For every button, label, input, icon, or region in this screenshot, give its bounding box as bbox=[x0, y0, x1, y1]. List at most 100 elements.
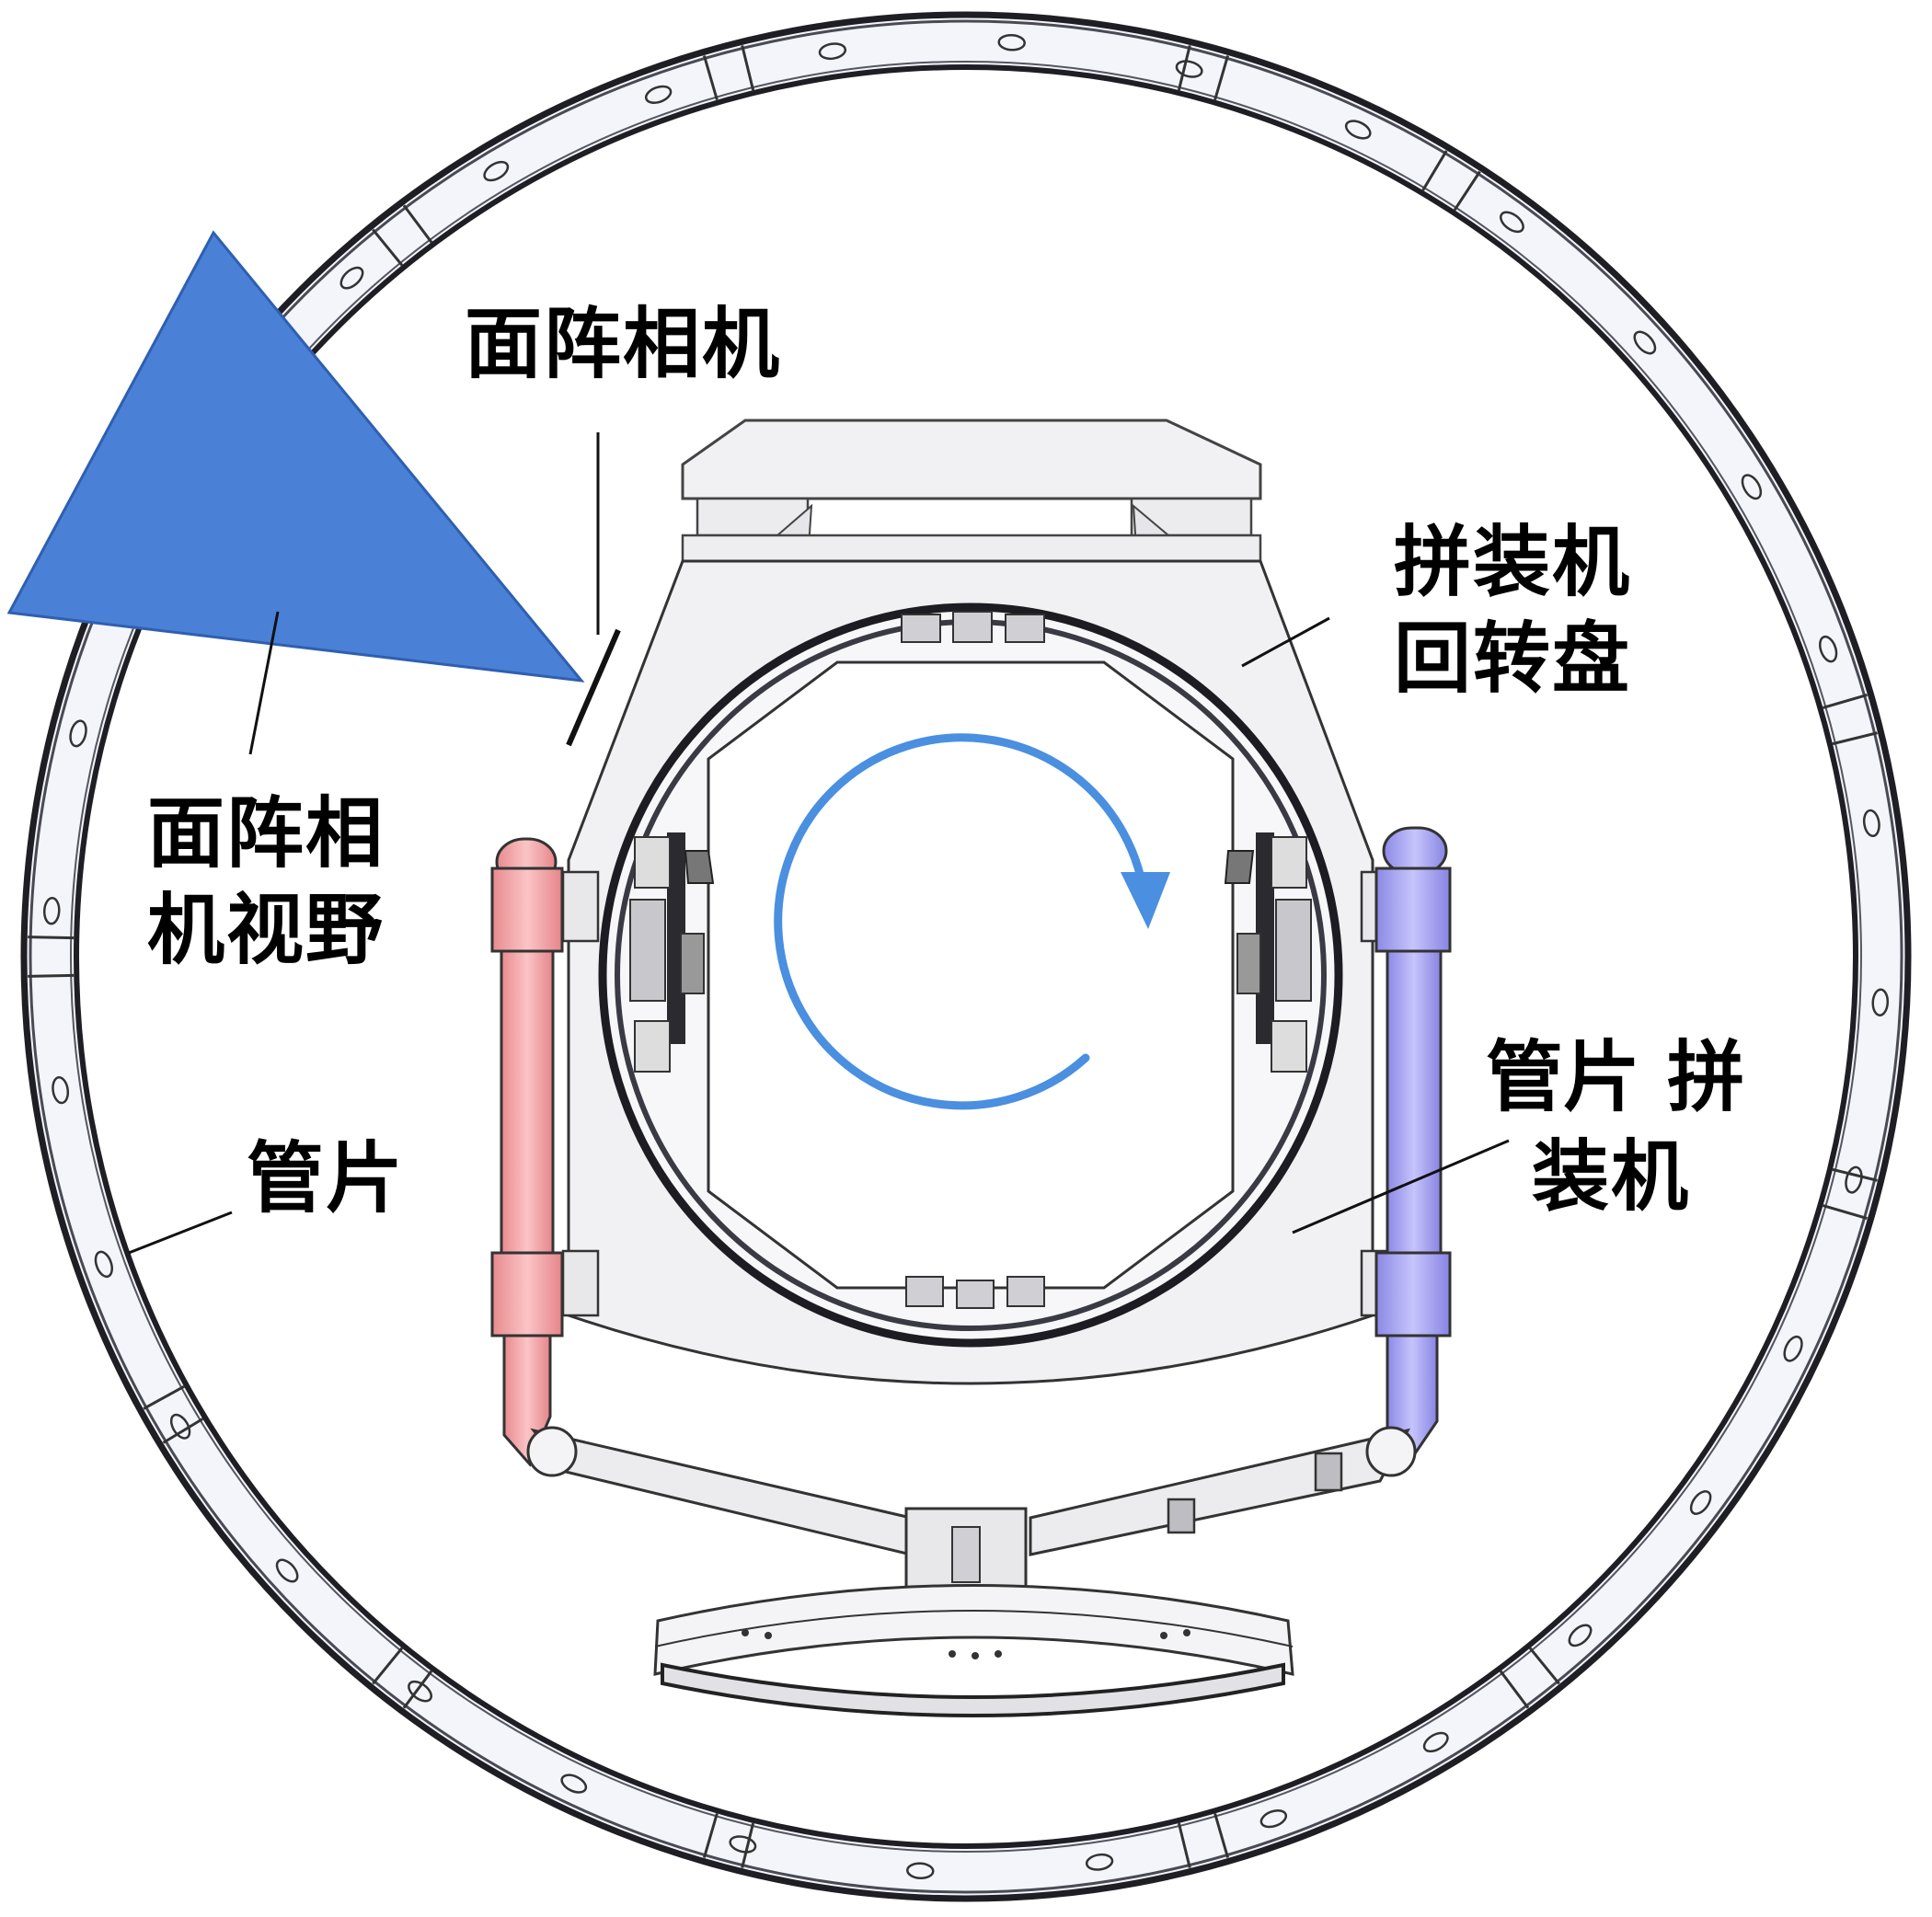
segment-bolt-hole bbox=[1568, 1624, 1593, 1647]
segment-piece-bolts bbox=[742, 1629, 1190, 1659]
erector-turntable bbox=[561, 419, 1398, 1385]
segment-joint-line bbox=[1832, 731, 1878, 746]
segment-bolt-hole bbox=[997, 33, 1026, 52]
segment-piece-bolt bbox=[765, 1632, 772, 1639]
segment-joint-line bbox=[741, 1822, 755, 1868]
label-erector-line1: 管片 拼 bbox=[1486, 1031, 1744, 1122]
segment-bolt-hole bbox=[94, 1250, 113, 1279]
leader-lines bbox=[128, 432, 1510, 1255]
segment-joint-line bbox=[1832, 1167, 1878, 1182]
segment-bolt-hole bbox=[1175, 60, 1203, 78]
segment-piece-bolt bbox=[742, 1629, 749, 1636]
segment-joint-line bbox=[1823, 693, 1868, 709]
segment-bolt-hole bbox=[42, 897, 61, 925]
turntable-top-clamps bbox=[901, 611, 1045, 643]
segment-bolt-hole bbox=[1862, 809, 1880, 838]
segment-bolt-hole bbox=[644, 85, 673, 104]
segment-joint-line bbox=[372, 1647, 404, 1685]
segment-joint-line bbox=[1823, 1204, 1868, 1221]
segment-ring-inner-edge-outer bbox=[70, 61, 1862, 1853]
segment-bolt-hole bbox=[1422, 1731, 1449, 1753]
segment-bolt-hole bbox=[560, 1774, 588, 1794]
segment-bolt-hole bbox=[1633, 330, 1657, 355]
label-camera-fov-line1: 面阵相 bbox=[147, 787, 385, 878]
segment-joint-line bbox=[1499, 1670, 1530, 1709]
erector-linkage bbox=[526, 1426, 1417, 1602]
segment-piece-bolt bbox=[972, 1652, 979, 1659]
segment-joint-line bbox=[1177, 45, 1191, 91]
segment-bolt-hole bbox=[1259, 1809, 1288, 1829]
segment-joint-line bbox=[143, 1384, 185, 1410]
segment-joint-line bbox=[702, 1813, 719, 1858]
turntable-bottom-clamps bbox=[905, 1276, 1045, 1309]
label-erector-line2: 装机 bbox=[1532, 1131, 1690, 1222]
segment-piece-bolt bbox=[1183, 1629, 1190, 1636]
left-hydraulic-cylinder bbox=[490, 837, 564, 1467]
segment-bolt-hole bbox=[729, 1835, 757, 1854]
segment-joint-line bbox=[402, 204, 433, 244]
segment-bolt-hole bbox=[1741, 474, 1763, 500]
segment-joint-line bbox=[1453, 170, 1481, 212]
segment-bolt-hole bbox=[1845, 1165, 1863, 1194]
segment-bolt-hole bbox=[1499, 211, 1524, 234]
segment-joint-line bbox=[28, 936, 75, 940]
segment-bolt-hole bbox=[483, 160, 510, 182]
turntable-octagonal-opening bbox=[707, 660, 1235, 1290]
segment-bolt-hole bbox=[275, 1558, 299, 1583]
segment-joint-line bbox=[741, 45, 755, 91]
segment-piece-bolt bbox=[1160, 1632, 1167, 1639]
segment-bolt-hole bbox=[1871, 988, 1890, 1016]
segment-bolt-hole bbox=[339, 266, 364, 290]
segment-piece-bolt bbox=[949, 1650, 956, 1658]
turntable-left-gripper bbox=[629, 832, 715, 1073]
segment-bolt-hole bbox=[1085, 1853, 1114, 1871]
camera-field-of-view bbox=[6, 230, 585, 683]
segment-joint-line bbox=[702, 55, 719, 100]
leader-turntable bbox=[1241, 616, 1330, 668]
turntable-right-gripper bbox=[1224, 832, 1312, 1073]
segment-joint-line bbox=[1177, 1822, 1191, 1868]
segment-bolt-hole bbox=[1783, 1335, 1803, 1362]
segment-bolt-holes bbox=[42, 33, 1890, 1880]
segment-joint-line bbox=[28, 973, 75, 978]
segment-bolt-hole bbox=[52, 1075, 70, 1105]
label-camera: 面阵相机 bbox=[465, 298, 781, 389]
segment-joint-line bbox=[402, 1670, 433, 1709]
segment-ring-fill bbox=[26, 17, 1906, 1897]
label-camera-fov-line2: 机视野 bbox=[147, 884, 385, 975]
segment-joint-line bbox=[1421, 150, 1448, 191]
label-turntable-line1: 拼装机 bbox=[1394, 516, 1631, 607]
turntable-top-band bbox=[681, 534, 1262, 563]
leader-segment bbox=[128, 1211, 233, 1255]
segment-bolt-hole bbox=[1689, 1489, 1712, 1515]
segment-ring-outer-edge-inner bbox=[29, 19, 1903, 1894]
leader-camera-fov bbox=[248, 611, 280, 755]
label-segment: 管片 bbox=[247, 1132, 405, 1223]
segment-piece bbox=[653, 1584, 1294, 1717]
leader-erector bbox=[1292, 1139, 1510, 1234]
segment-piece-bolt bbox=[995, 1650, 1002, 1658]
segment-ring bbox=[20, 11, 1912, 1902]
segment-joint-line bbox=[1528, 1647, 1560, 1685]
segment-joints bbox=[28, 45, 1878, 1868]
segment-bolt-hole bbox=[906, 1862, 935, 1880]
clockwise-arrow-icon bbox=[774, 733, 1170, 1110]
segment-ring-outer-edge bbox=[20, 11, 1912, 1902]
segment-bolt-hole bbox=[1819, 635, 1838, 663]
left-lower-hinge bbox=[561, 1249, 600, 1317]
segment-joint-line bbox=[372, 228, 404, 267]
right-hydraulic-cylinder bbox=[1374, 826, 1452, 1467]
segment-ring-inner-edge bbox=[74, 64, 1858, 1849]
turntable-top-cap bbox=[681, 419, 1262, 500]
segment-joint-line bbox=[1213, 1813, 1230, 1858]
segment-joint-line bbox=[1213, 55, 1230, 100]
left-upper-hinge bbox=[561, 870, 600, 943]
segment-bolt-hole bbox=[69, 719, 87, 748]
segment-joint-line bbox=[162, 1418, 204, 1444]
segment-bolt-hole bbox=[818, 42, 847, 61]
camera-body bbox=[566, 628, 621, 747]
label-turntable-line2: 回转盘 bbox=[1394, 613, 1631, 704]
segment-bolt-hole bbox=[408, 1680, 433, 1703]
segment-bolt-hole bbox=[1344, 120, 1372, 140]
